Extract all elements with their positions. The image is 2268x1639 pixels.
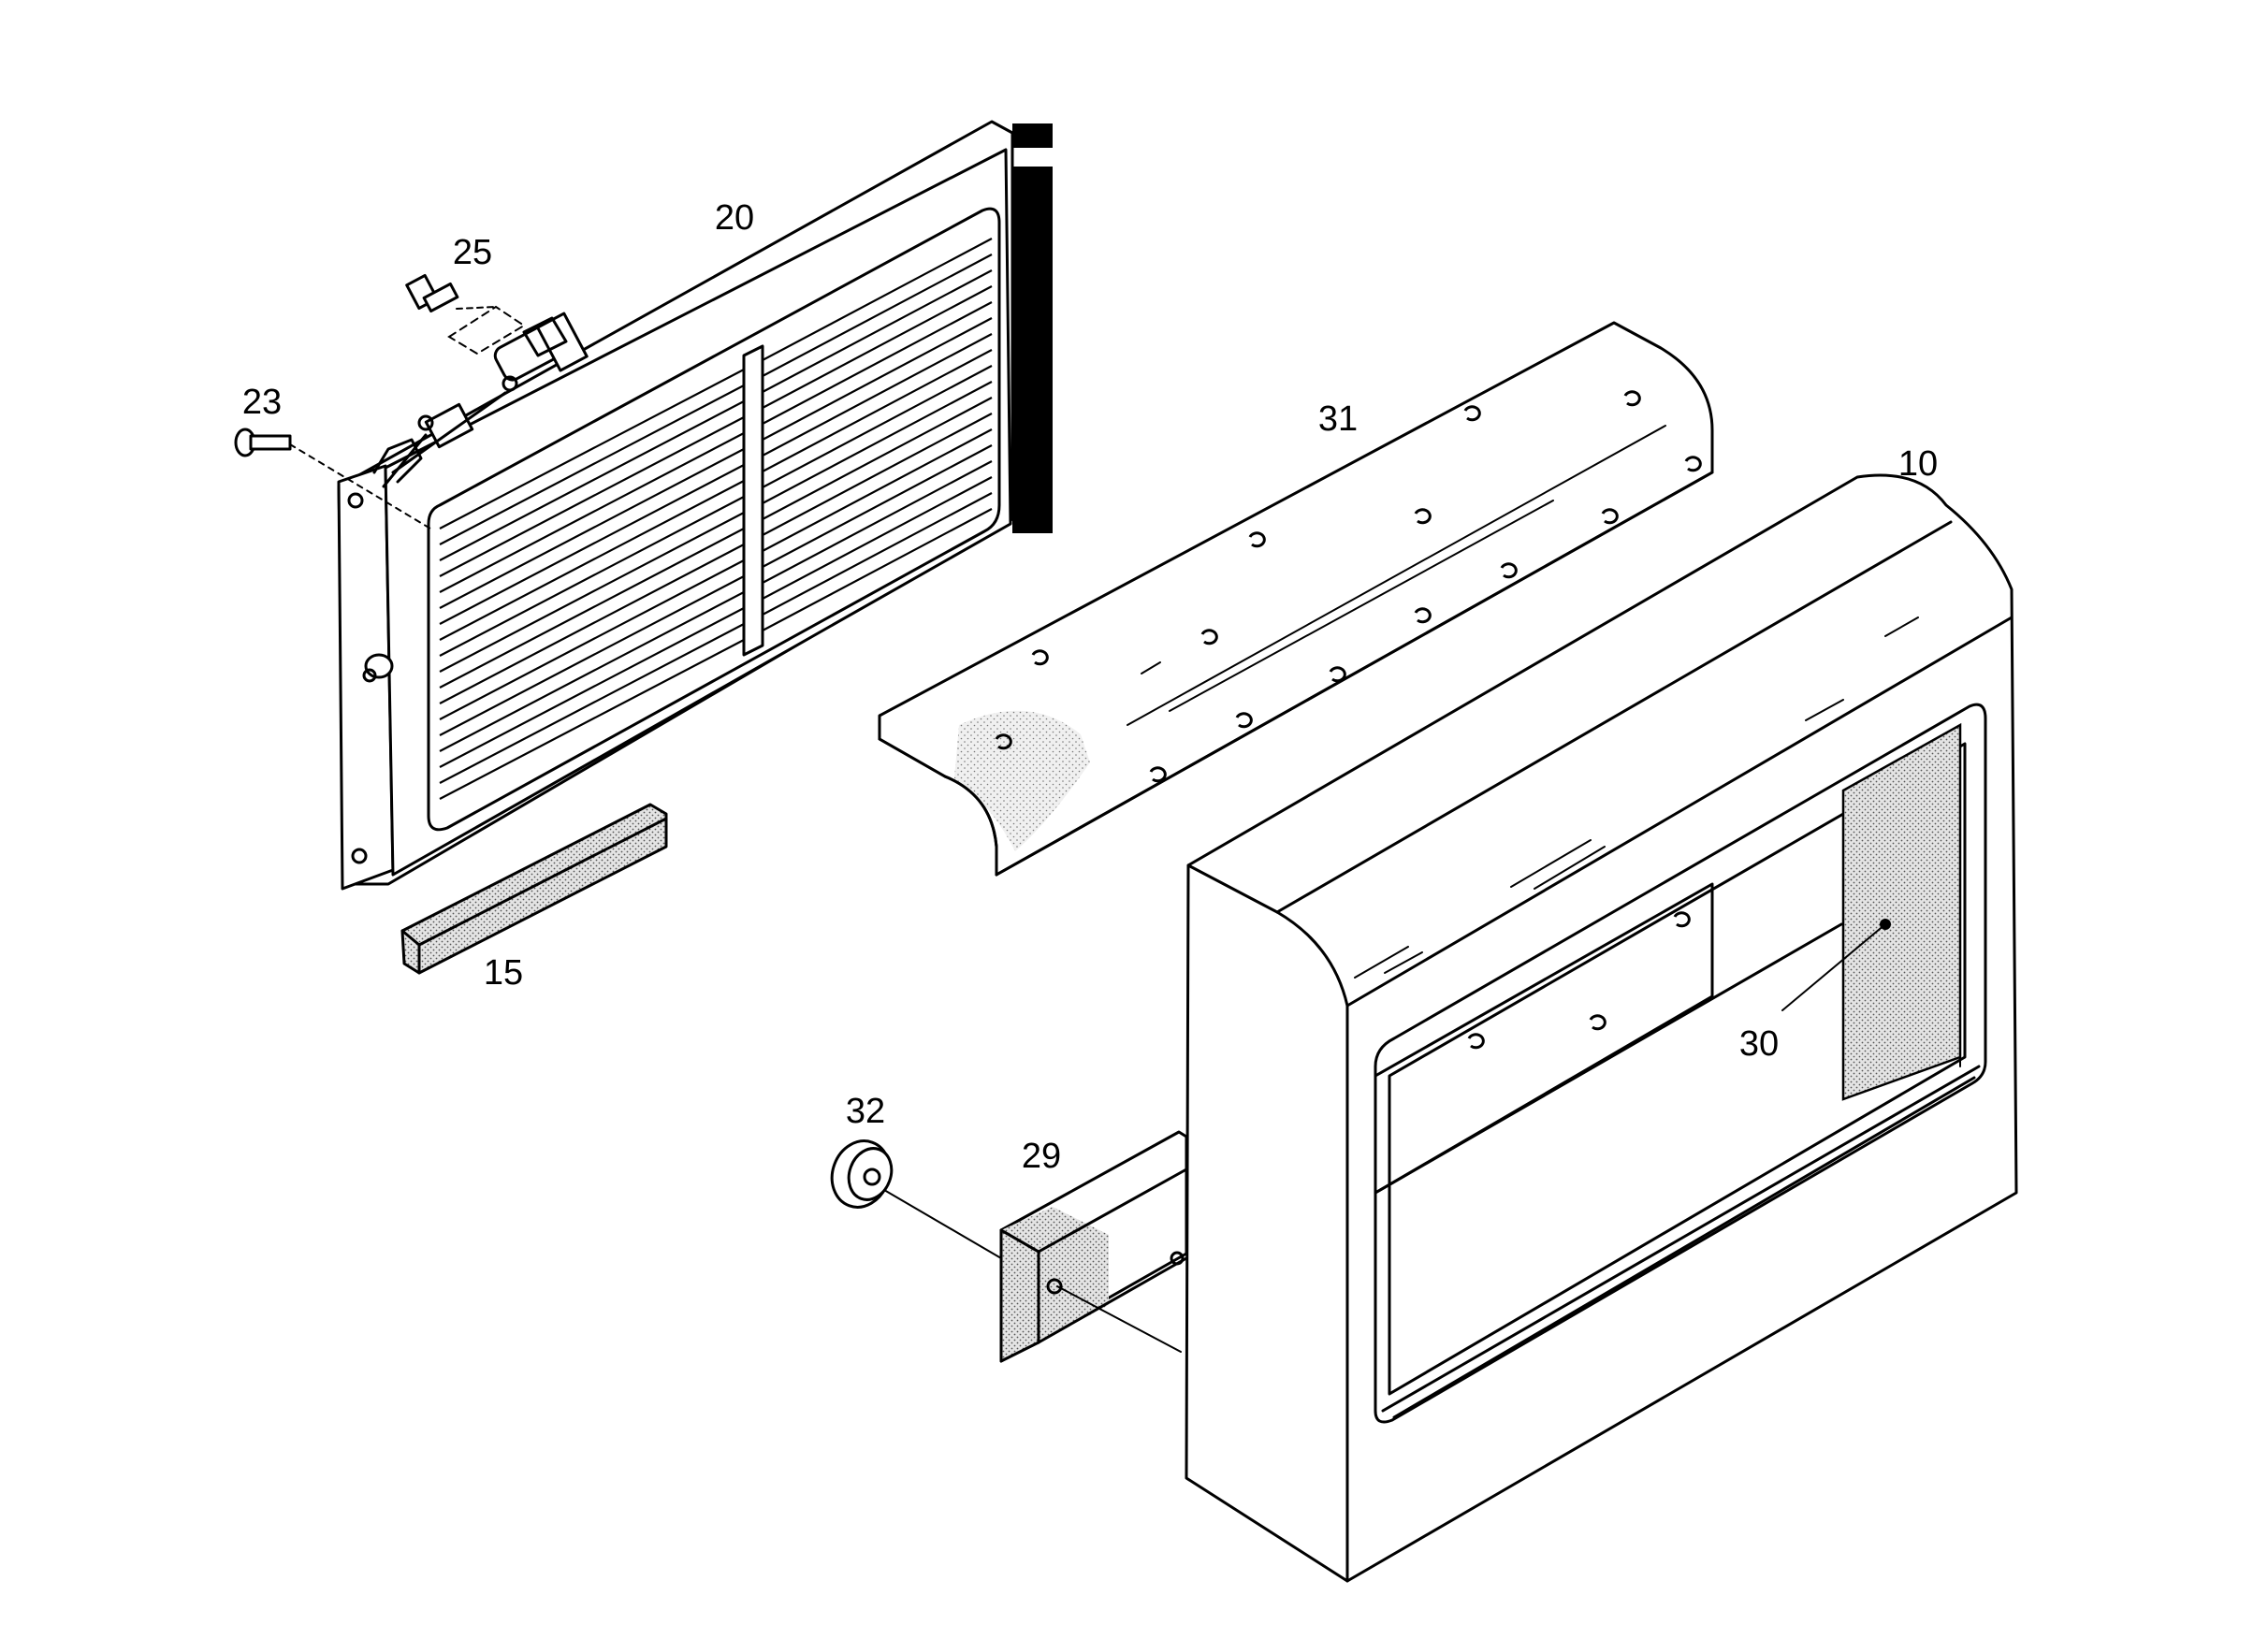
callout-23: 23	[242, 383, 282, 422]
grille-slats-left	[439, 369, 745, 800]
foam-pad	[1781, 722, 1962, 1101]
callout-30: 30	[1739, 1024, 1779, 1064]
angle-bracket	[878, 321, 1714, 877]
foam-bar	[999, 1130, 1188, 1363]
knob-part	[830, 1139, 1002, 1259]
condenser-panel	[337, 120, 1053, 891]
housing-holes	[1467, 911, 1691, 1050]
callout-32: 32	[846, 1092, 885, 1131]
condenser-front-frame	[384, 148, 1012, 877]
grille-slats-right	[762, 238, 993, 631]
callout-25: 25	[453, 233, 492, 272]
callout-29: 29	[1022, 1137, 1061, 1176]
grille-divider	[742, 344, 764, 657]
latch-knob	[362, 653, 394, 683]
callout-31: 31	[1318, 399, 1358, 439]
grille-border	[427, 207, 1001, 832]
end-strip-top	[1012, 123, 1053, 148]
screw-part	[234, 428, 431, 529]
hinge-mechanism	[372, 312, 589, 488]
seal-strip	[400, 803, 668, 975]
callout-15: 15	[484, 953, 523, 993]
housing	[1185, 473, 2018, 1583]
callout-labels: 20 25 23 31 10 15 30 32 29	[242, 198, 1938, 1176]
fitting-part	[405, 273, 526, 355]
callout-20: 20	[715, 198, 754, 238]
bracket-holes	[995, 390, 1702, 783]
callout-10: 10	[1898, 444, 1938, 484]
end-strip	[1012, 167, 1053, 533]
